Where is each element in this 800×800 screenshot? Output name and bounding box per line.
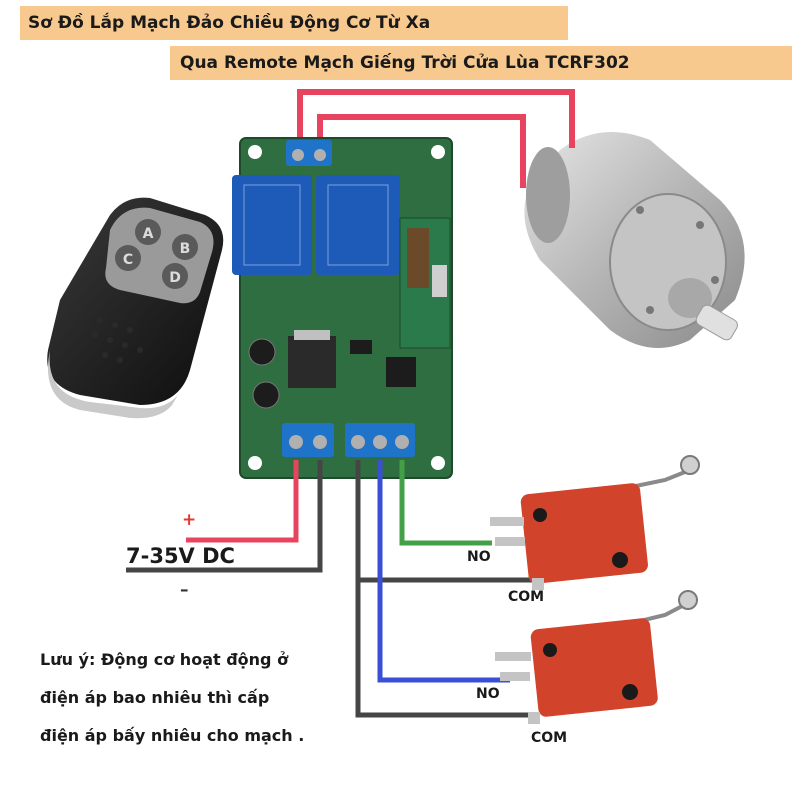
limit-switch-lower (495, 590, 698, 724)
remote-button-d (162, 263, 188, 289)
voltage-regulator (288, 336, 336, 388)
com-wire-branch (355, 580, 535, 718)
relay-left (232, 175, 312, 275)
motor-shaft-collar (668, 278, 712, 318)
remote-label-b: B (180, 241, 191, 257)
power-wire-positive (186, 460, 299, 543)
remote-button-b (172, 234, 198, 260)
remote-chrome-edge (48, 350, 178, 419)
capacitor-1 (248, 338, 276, 366)
motor-rear-cap (526, 147, 570, 243)
switch2-roller (678, 590, 698, 610)
note-line-1: Lưu ý: Động cơ hoạt động ở (40, 650, 289, 669)
relay-right (316, 175, 400, 275)
remote-speaker-holes (92, 317, 143, 363)
motor-shaft (695, 304, 738, 341)
capacitor-2 (252, 381, 280, 409)
switch2-com-label: COM (531, 730, 568, 746)
supply-voltage-label: 7-35V DC (126, 544, 235, 568)
title-line-1: Sơ Đồ Lắp Mạch Đảo Chiều Động Cơ Từ Xa (20, 6, 568, 40)
power-wire-negative (126, 460, 323, 573)
switch1-body (520, 483, 648, 584)
positive-label: + (182, 510, 197, 530)
no-wire-upper (399, 460, 492, 546)
remote-label-c: C (123, 252, 133, 268)
controller-board (232, 137, 453, 479)
dc-gear-motor (524, 132, 745, 348)
remote-control: A B C D (47, 197, 224, 419)
no-wire-lower (377, 460, 510, 683)
remote-button-a (135, 219, 161, 245)
remote-label-d: D (169, 270, 181, 286)
title-line-2: Qua Remote Mạch Giếng Trời Cửa Lùa TCRF3… (170, 46, 792, 80)
remote-label-a: A (143, 226, 154, 242)
limit-switch-upper (490, 455, 700, 590)
note-line-3: điện áp bấy nhiêu cho mạch . (40, 726, 305, 745)
motor-wire-outer (297, 89, 575, 150)
remote-button-c (115, 245, 141, 271)
motor-wire-inner (317, 114, 526, 188)
switch1-com-label: COM (508, 589, 545, 605)
switch1-roller (680, 455, 700, 475)
switch2-no-label: NO (476, 686, 500, 702)
switch1-no-label: NO (467, 549, 491, 565)
note-line-2: điện áp bao nhiêu thì cấp (40, 688, 270, 707)
negative-label: – (180, 580, 189, 600)
switch2-body (530, 618, 658, 717)
rf-coil (407, 228, 429, 288)
